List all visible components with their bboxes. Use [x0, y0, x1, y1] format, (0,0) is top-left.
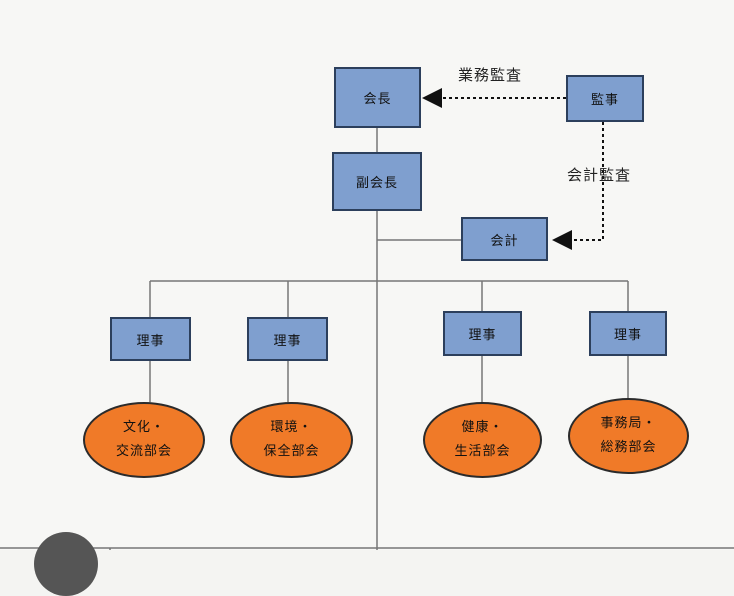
director-box: 理事: [247, 317, 328, 361]
director-box: 理事: [443, 311, 522, 356]
treasurer-box: 会計: [461, 217, 548, 261]
auditor-box: 監事: [566, 75, 644, 122]
vice-chairman-box: 副会長: [332, 152, 422, 211]
business-audit-label: 業務監査: [458, 66, 523, 84]
department-line: 総務部会: [600, 440, 657, 455]
department-culture-exchange: 文化・ 交流部会: [83, 402, 205, 478]
department-secretariat-general: 事務局・ 総務部会: [568, 398, 689, 474]
chairman-box: 会長: [334, 67, 421, 128]
department-line: 環境・: [270, 420, 313, 435]
overlay-circle: [34, 532, 98, 596]
department-line: 交流部会: [115, 444, 172, 459]
org-chart: 会長 副会長 監事 会計 業務監査 会計監査 理事 理事 理事 理事 文化・ 交…: [0, 66, 734, 596]
accounting-audit-label: 会計監査: [567, 166, 632, 184]
department-line: 保全部会: [263, 444, 320, 459]
department-line: 健康・: [461, 420, 504, 435]
department-health-life: 健康・ 生活部会: [423, 402, 542, 478]
department-line: 文化・: [122, 420, 165, 435]
department-line: 生活部会: [454, 444, 511, 459]
director-box: 理事: [110, 317, 191, 361]
connector-lines: [0, 88, 734, 550]
director-box: 理事: [589, 311, 667, 356]
department-environment: 環境・ 保全部会: [230, 402, 353, 478]
department-line: 事務局・: [600, 416, 657, 431]
